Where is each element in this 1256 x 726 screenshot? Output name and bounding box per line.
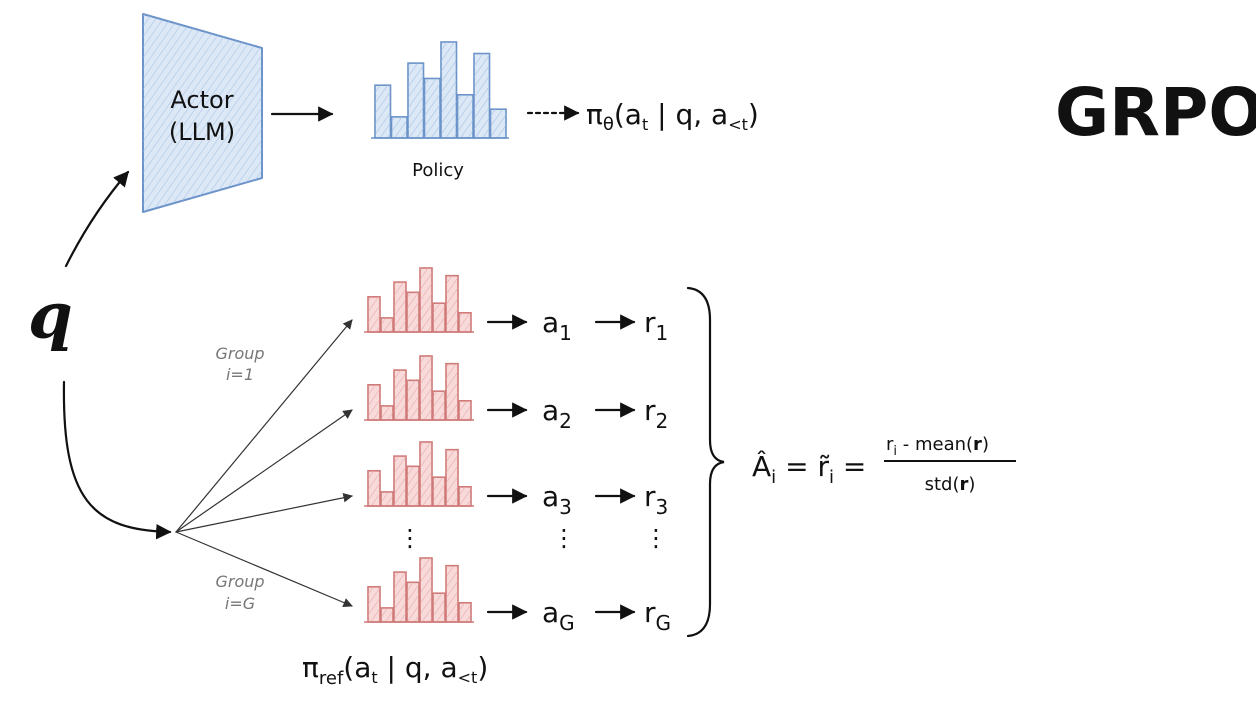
svg-text:ri - mean(r): ri - mean(r): [886, 434, 989, 459]
group-brace: [686, 286, 725, 638]
advantage-formula: Âi = r̃i = ri - mean(r) std(r): [752, 434, 1016, 495]
histogram-bar-hatch: [381, 607, 393, 622]
actor-label-line2: (LLM): [169, 118, 235, 146]
histogram-bar-hatch: [490, 109, 506, 138]
histogram-bar-hatch: [368, 296, 380, 332]
group-fan-arrows: [175, 319, 353, 608]
histogram-bar-hatch: [407, 380, 419, 420]
histogram-bar-hatch: [381, 405, 393, 420]
histogram-bar-hatch: [391, 116, 407, 138]
svg-text:Âi = r̃i =: Âi = r̃i =: [752, 449, 866, 488]
actor-label-line1: Actor: [170, 86, 233, 114]
histogram-bar-hatch: [420, 268, 432, 332]
histogram-bar-hatch: [433, 391, 445, 420]
histogram-bar-hatch: [407, 466, 419, 506]
histogram-bar-hatch: [381, 491, 393, 506]
histogram-bar-hatch: [368, 470, 380, 506]
histogram-bar-hatch: [381, 317, 393, 332]
histogram-bar-hatch: [446, 565, 458, 622]
histogram-bar-hatch: [368, 384, 380, 420]
reward-1: r1: [644, 306, 668, 345]
reward-3: r3: [644, 480, 668, 519]
histogram-bar-hatch: [394, 370, 406, 420]
action-3: a3: [542, 480, 572, 519]
histogram-bar-hatch: [408, 63, 424, 139]
policy-label: Policy: [412, 160, 464, 181]
histogram-bar-hatch: [424, 78, 440, 138]
reward-G: rG: [644, 596, 671, 635]
histogram-bar-hatch: [368, 586, 380, 622]
histogram-bar-hatch: [420, 558, 432, 622]
action-G: aG: [542, 596, 575, 635]
ref-histogram-3: [364, 441, 474, 507]
row-arrows: [486, 314, 636, 620]
histogram-bar-hatch: [407, 292, 419, 332]
histogram-bar-hatch: [459, 400, 471, 420]
histogram-bar-hatch: [420, 442, 432, 506]
ref-histogram-1: [364, 267, 474, 333]
histogram-bar-hatch: [446, 275, 458, 332]
histogram-bar-hatch: [459, 312, 471, 332]
histogram-bar-hatch: [433, 303, 445, 332]
group-bottom-label-line2: i=G: [225, 594, 255, 613]
actor-box: Actor (LLM): [142, 13, 263, 213]
histogram-bar-hatch: [433, 593, 445, 622]
histogram-bar-hatch: [441, 42, 457, 138]
histogram-bar-hatch: [459, 486, 471, 506]
query-to-group-curve: [62, 380, 172, 540]
policy-histogram: [371, 41, 509, 139]
histogram-bar-hatch: [394, 282, 406, 332]
histogram-bar-hatch: [457, 94, 473, 138]
histogram-bar-hatch: [459, 602, 471, 622]
group-bottom-label-line1: Group: [215, 572, 264, 591]
histogram-bar-hatch: [446, 363, 458, 420]
query-symbol: q: [28, 279, 73, 354]
ref-histogram-G: [364, 557, 474, 623]
histogram-bar-hatch: [375, 85, 391, 138]
diagram-title: GRPO: [1055, 74, 1256, 151]
action-2: a2: [542, 394, 572, 433]
histogram-bar-hatch: [407, 582, 419, 622]
histogram-bar-hatch: [474, 53, 490, 138]
histogram-bar-hatch: [433, 477, 445, 506]
histogram-bar-hatch: [394, 456, 406, 506]
query-to-actor-arrow: [64, 170, 130, 268]
ellipsis-histograms: ⋮: [398, 524, 422, 552]
group-top-label-line2: i=1: [226, 365, 254, 384]
histogram-bar-hatch: [420, 356, 432, 420]
action-1: a1: [542, 306, 572, 345]
ellipsis-actions: ⋮: [552, 524, 576, 552]
ellipsis-rewards: ⋮: [644, 524, 668, 552]
ref-histogram-2: [364, 355, 474, 421]
svg-text:std(r): std(r): [925, 474, 976, 495]
group-top-label-line1: Group: [215, 344, 264, 363]
histogram-bar-hatch: [446, 449, 458, 506]
policy-expression: πθ(at | q, a<t): [586, 98, 759, 135]
ref-policy-expression: πref(at | q, a<t): [302, 651, 488, 689]
reward-2: r2: [644, 394, 668, 433]
histogram-bar-hatch: [394, 572, 406, 622]
